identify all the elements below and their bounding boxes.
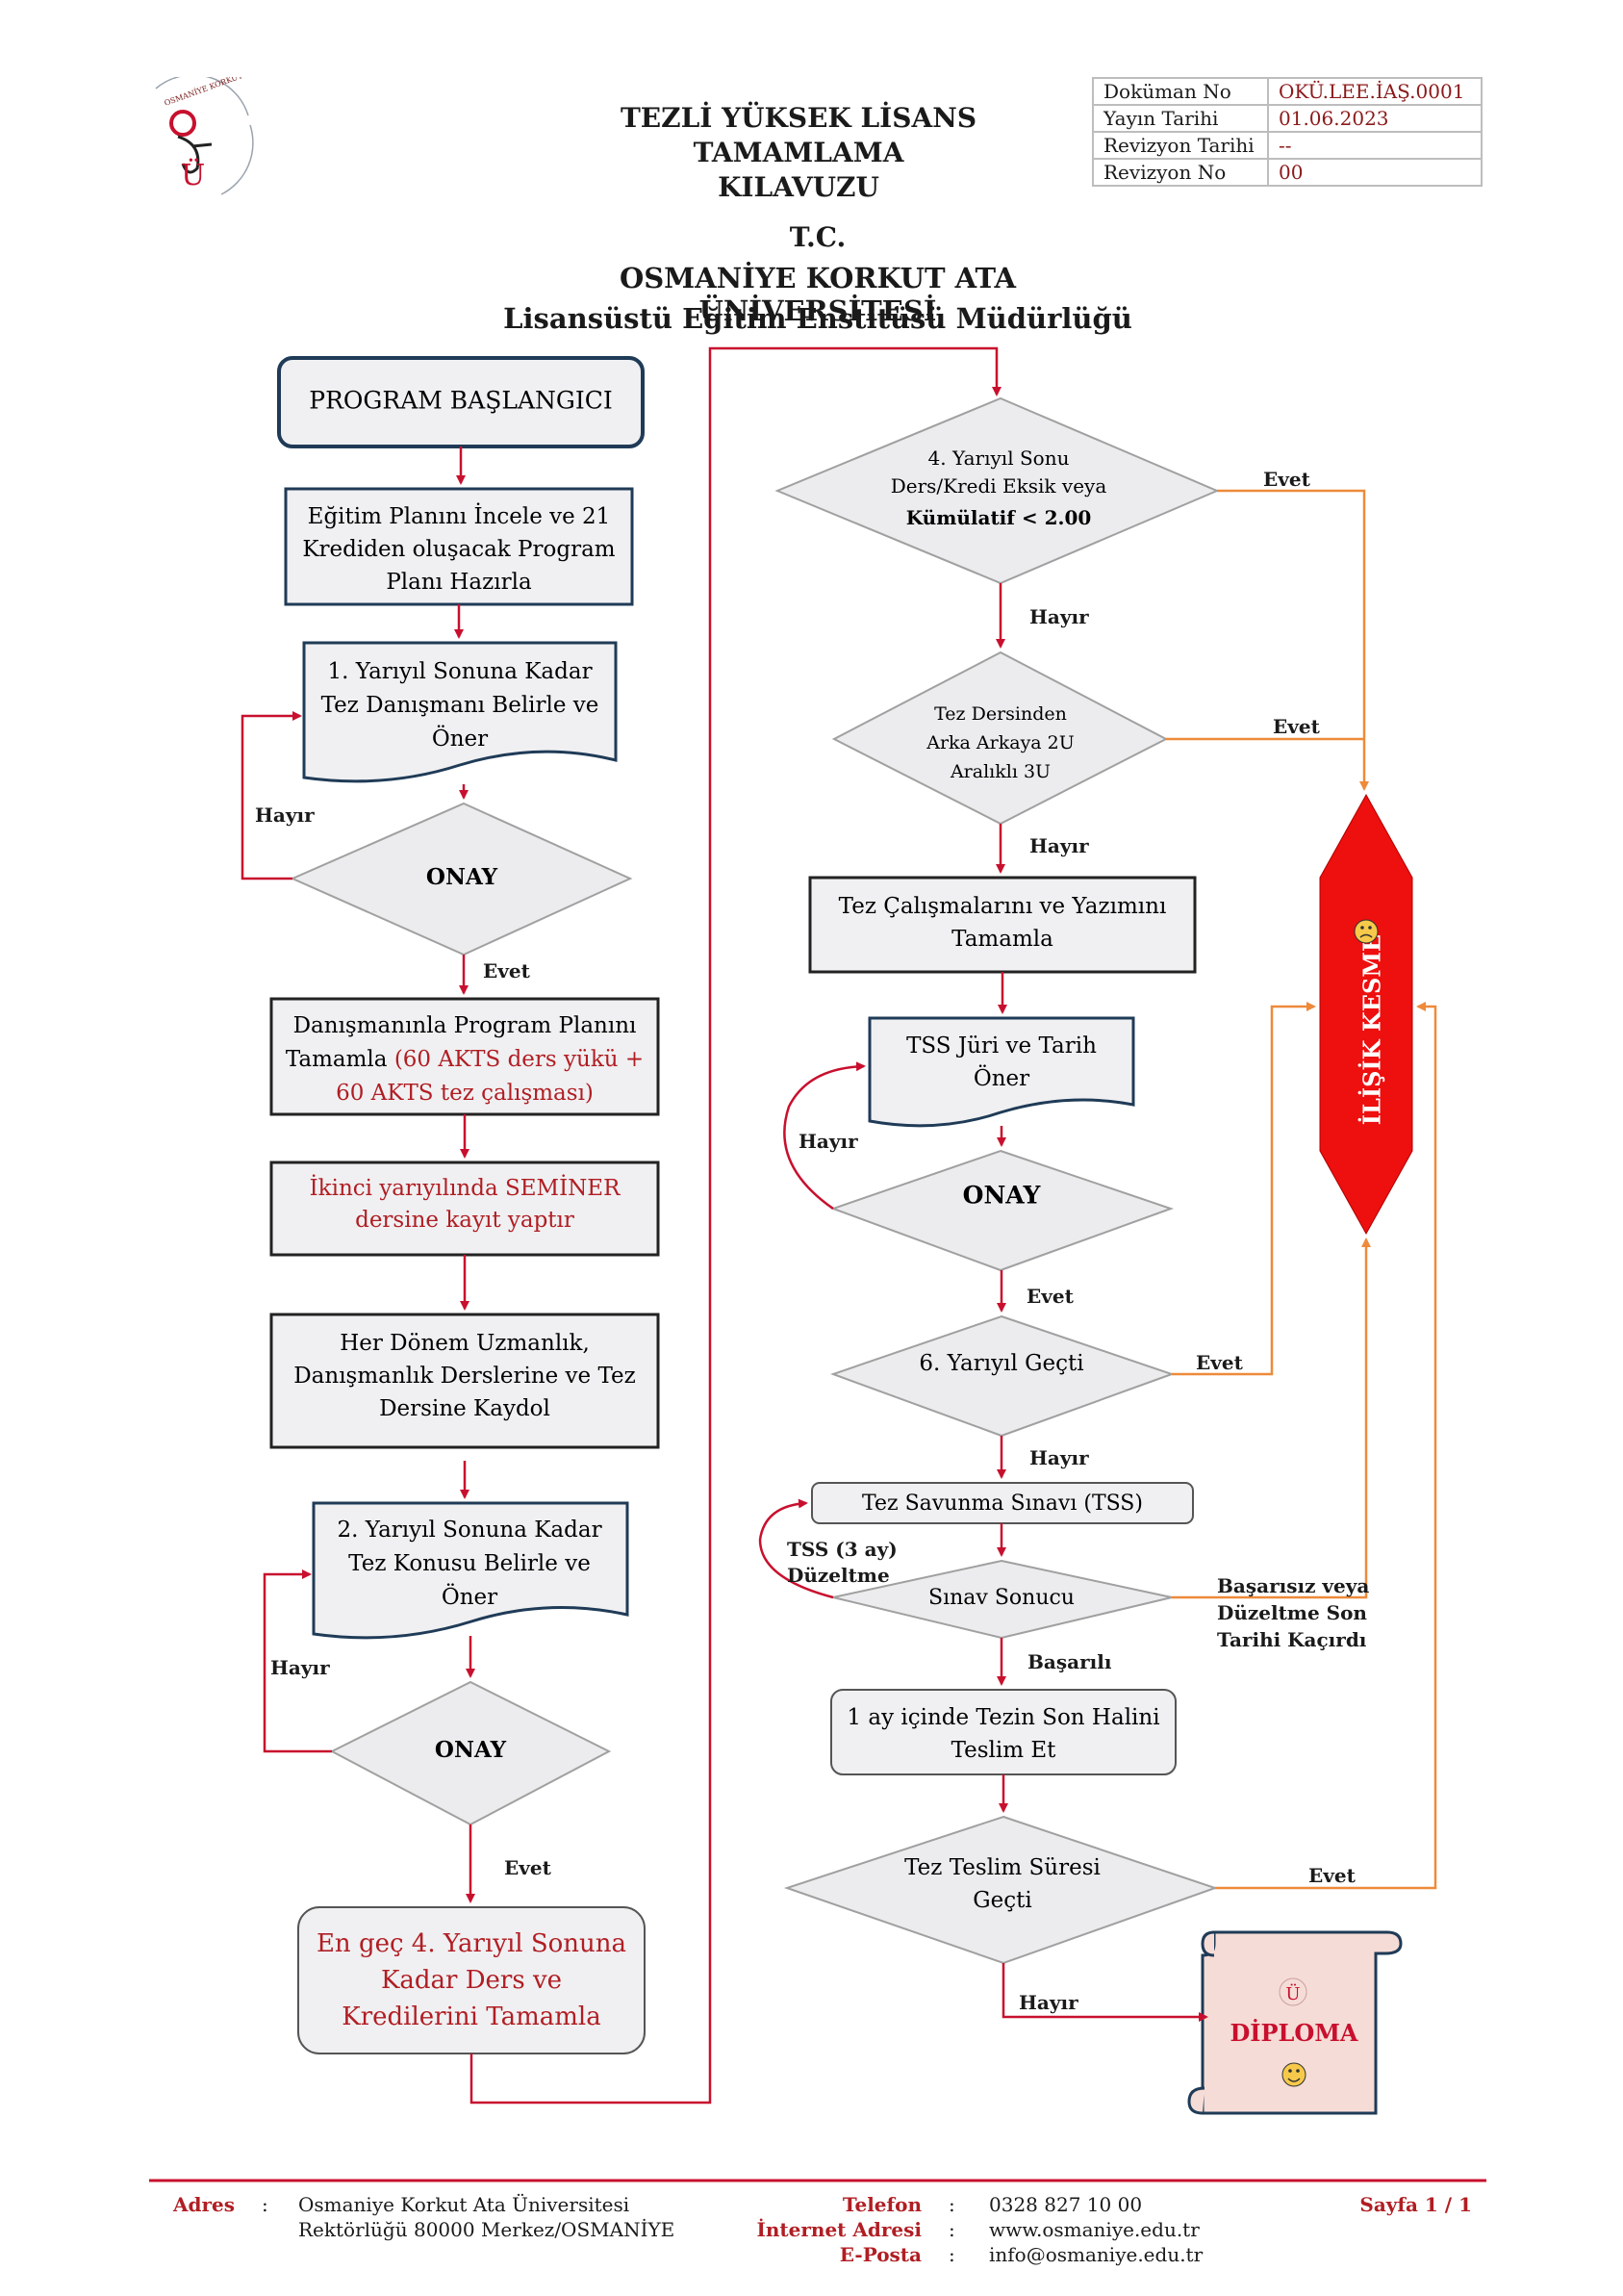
diploma-scroll: Ü DİPLOMA <box>1187 1930 1403 2115</box>
svg-text:ONAY: ONAY <box>426 864 498 890</box>
decision-6th-term: 6. Yarıyıl Geçti <box>830 1314 1176 1438</box>
label-yes: Evet <box>1196 1351 1244 1374</box>
footer-web-link[interactable]: www.osmaniye.edu.tr <box>989 2218 1200 2241</box>
svg-text:İLİŞİK KESME: İLİŞİK KESME <box>1358 934 1386 1125</box>
approval-diamond-3: ONAY <box>830 1149 1175 1272</box>
footer-colon: : <box>949 2243 955 2266</box>
svg-text:PROGRAM BAŞLANGICI: PROGRAM BAŞLANGICI <box>309 387 612 415</box>
label-fail: Başarısız veya <box>1217 1574 1369 1597</box>
institution-unit: Lisansüstü Eğitim Enstitüsü Müdürlüğü <box>503 302 1132 335</box>
label-fail: Düzeltme Son <box>1217 1601 1367 1624</box>
right-red-connectors <box>758 583 1208 2022</box>
document-title: TEZLİ YÜKSEK LİSANS TAMAMLAMA KILAVUZU <box>620 102 977 203</box>
label-yes: Evet <box>483 959 531 982</box>
footer-email-label: E-Posta <box>839 2243 922 2266</box>
table-row: Revizyon Tarihi-- <box>1092 131 1483 160</box>
footer-colon: : <box>949 2193 955 2216</box>
university-logo: Ü <box>1279 1977 1307 2006</box>
label-no: Hayır <box>799 1130 858 1153</box>
svg-text:Ü: Ü <box>1285 1982 1300 2004</box>
sad-face-icon <box>1354 919 1379 944</box>
label-no: Hayır <box>270 1656 330 1679</box>
approval-diamond-1: ONAY <box>290 802 633 957</box>
label-yes: Evet <box>1263 468 1311 491</box>
footer-phone: 0328 827 10 00 <box>989 2193 1143 2216</box>
footer-address-line2: Rektörlüğü 80000 Merkez/OSMANİYE <box>298 2218 675 2241</box>
svg-text:DİPLOMA: DİPLOMA <box>1230 2019 1357 2047</box>
footer-address-line1: Osmaniye Korkut Ata Üniversitesi <box>298 2193 630 2216</box>
svg-text:ONAY: ONAY <box>963 1182 1042 1210</box>
footer-email-link[interactable]: info@osmaniye.edu.tr <box>989 2243 1204 2266</box>
footer-address-label: Adres <box>173 2193 236 2216</box>
svg-text:Her Dönem Uzmanlık,Danışmanlık: Her Dönem Uzmanlık,Danışmanlık Derslerin… <box>293 1331 636 1421</box>
svg-text:Sınav Sonucu: Sınav Sonucu <box>928 1586 1075 1610</box>
edge-labels: Hayır Evet Hayır Evet Evet Hayır Evet Ha… <box>255 468 1369 2014</box>
label-fail: Tarihi Kaçırdı <box>1217 1628 1367 1651</box>
label-yes: Evet <box>1308 1864 1357 1887</box>
label-no: Hayır <box>1029 605 1089 628</box>
label-yes: Evet <box>1027 1285 1075 1308</box>
terminate-shape: İLİŞİK KESME <box>1319 793 1413 1236</box>
label-no: Hayır <box>1029 834 1089 857</box>
label-tss-fix: TSS (3 ay) <box>787 1538 898 1561</box>
label-tss-fix: Düzeltme <box>787 1564 890 1587</box>
smile-face-icon <box>1281 2062 1306 2087</box>
svg-text:Ü: Ü <box>181 158 205 192</box>
footer-web-label: İnternet Adresi <box>756 2218 922 2241</box>
start-box: PROGRAM BAŞLANGICI <box>277 356 645 448</box>
label-no: Hayır <box>1019 1991 1078 2014</box>
label-no: Hayır <box>255 804 315 827</box>
footer-phone-label: Telefon <box>842 2193 922 2216</box>
svg-text:Tez Savunma Sınavı (TSS): Tez Savunma Sınavı (TSS) <box>862 1492 1143 1516</box>
footer-page-number: Sayfa 1 / 1 <box>1359 2193 1472 2216</box>
label-success: Başarılı <box>1027 1650 1112 1673</box>
right-orange-connectors <box>1166 489 1437 1890</box>
defense-exam-box: Tez Savunma Sınavı (TSS) <box>811 1482 1194 1524</box>
approval-diamond-2: ONAY <box>329 1680 612 1826</box>
label-no: Hayır <box>1029 1446 1089 1469</box>
label-yes: Evet <box>1273 715 1321 738</box>
svg-text:6. Yarıyıl Geçti: 6. Yarıyıl Geçti <box>919 1351 1083 1376</box>
institution-name: OSMANİYE KORKUT ATA ÜNİVERSİTESİ <box>619 262 1017 327</box>
footer-colon: : <box>949 2218 955 2241</box>
decision-exam-result: Sınav Sonucu <box>832 1559 1173 1640</box>
enroll-courses-box: Her Dönem Uzmanlık,Danışmanlık Derslerin… <box>269 1313 660 1449</box>
svg-text:ONAY: ONAY <box>435 1737 507 1763</box>
label-yes: Evet <box>504 1856 552 1879</box>
footer-colon: : <box>262 2193 268 2216</box>
left-connectors <box>241 346 1002 2105</box>
institution-tc: T.C. <box>789 221 847 253</box>
